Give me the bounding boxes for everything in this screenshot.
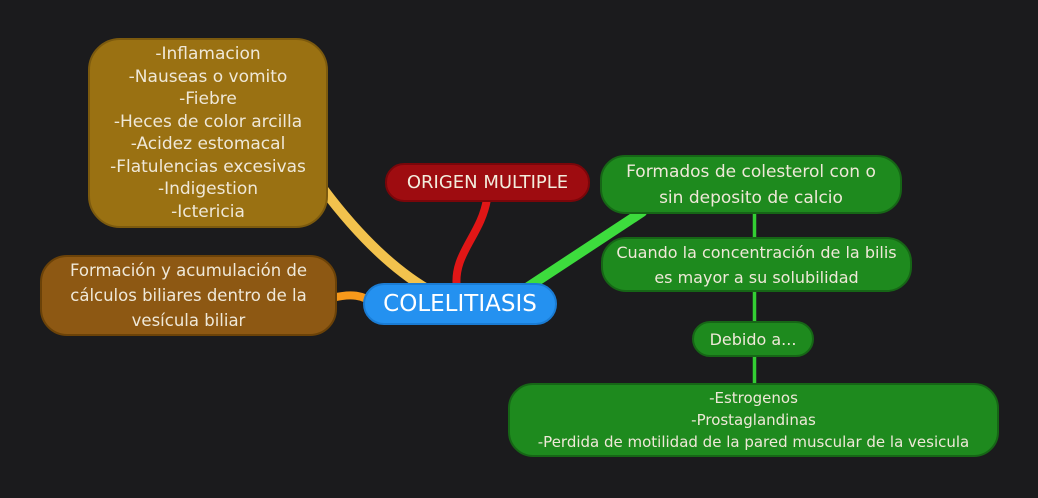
definition-text-line: cálculos biliares dentro de la xyxy=(70,286,307,305)
symptom-item: -Flatulencias excesivas xyxy=(110,156,306,177)
cause-item: -Estrogenos xyxy=(709,389,798,407)
node-debido[interactable]: Debido a... xyxy=(692,321,814,357)
node-center-topic[interactable]: COLELITIASIS xyxy=(363,283,557,325)
symptom-item: -Nauseas o vomito xyxy=(128,66,288,87)
node-concentration[interactable]: Cuando la concentración de la bilis es m… xyxy=(601,237,912,292)
origin-label: ORIGEN MULTIPLE xyxy=(406,172,569,193)
node-cholesterol[interactable]: Formados de colesterol con o sin deposit… xyxy=(600,155,902,214)
concentration-text-line: es mayor a su solubilidad xyxy=(654,267,859,287)
node-causes[interactable]: -Estrogenos -Prostaglandinas -Perdida de… xyxy=(508,383,999,457)
cholesterol-text-line: sin deposito de calcio xyxy=(659,187,843,208)
definition-text-line: Formación y acumulación de xyxy=(69,261,308,280)
debido-label: Debido a... xyxy=(709,329,797,349)
symptom-item: -Ictericia xyxy=(171,201,245,222)
symptom-item: -Heces de color arcilla xyxy=(113,111,303,132)
node-origin-multiple[interactable]: ORIGEN MULTIPLE xyxy=(385,163,590,202)
symptom-item: -Inflamacion xyxy=(155,44,261,64)
cause-item: -Perdida de motilidad de la pared muscul… xyxy=(537,433,970,451)
connector-cholesterol-curve xyxy=(517,207,647,296)
cholesterol-text-line: Formados de colesterol con o xyxy=(626,161,876,182)
symptom-item: -Indigestion xyxy=(157,179,259,199)
connector-origin-curve xyxy=(452,195,491,293)
center-topic-label: COLELITIASIS xyxy=(383,291,537,317)
symptom-item: -Fiebre xyxy=(179,89,237,109)
node-symptoms[interactable]: -Inflamacion -Nauseas o vomito -Fiebre -… xyxy=(88,38,328,228)
node-definition[interactable]: Formación y acumulación de cálculos bili… xyxy=(40,255,337,336)
connector-symptoms-curve xyxy=(319,185,439,298)
cause-item: -Prostaglandinas xyxy=(691,411,816,429)
definition-text-line: vesícula biliar xyxy=(131,311,246,330)
symptom-item: -Acidez estomacal xyxy=(130,134,286,154)
concentration-text-line: Cuando la concentración de la bilis xyxy=(616,242,897,262)
